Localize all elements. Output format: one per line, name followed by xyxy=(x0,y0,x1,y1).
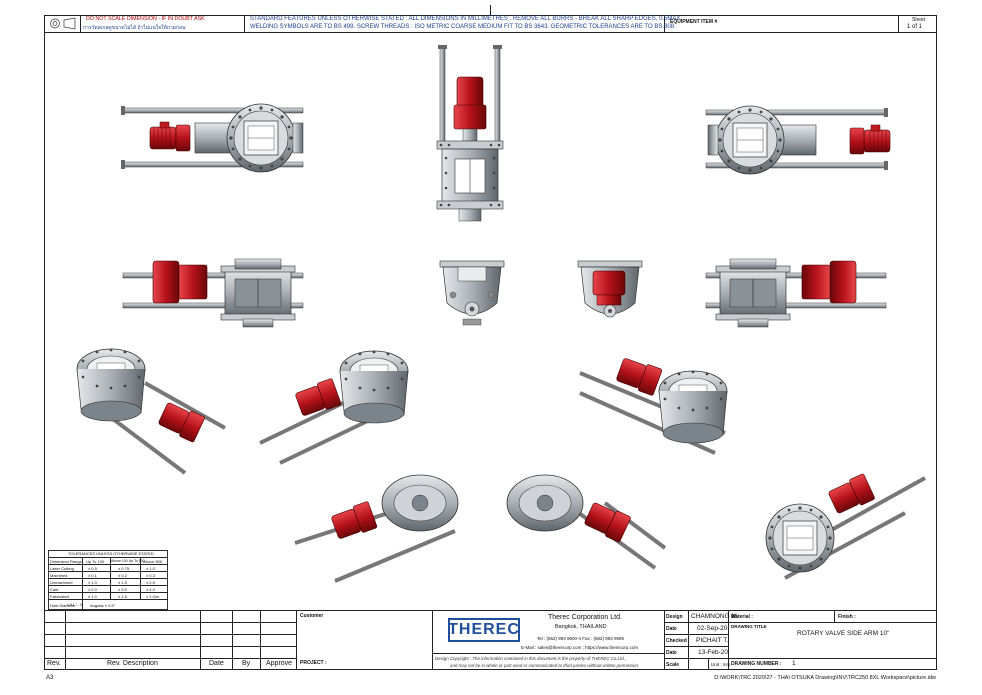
paper-size: A3 xyxy=(46,675,54,681)
dimension-note-thai: การวัดสเกลดูขนาดไม่ได้ ถ้าไม่แน่ใจให้ถาม… xyxy=(83,25,186,31)
view-iso-2 xyxy=(259,350,409,465)
view-iso-5 xyxy=(506,474,667,570)
date-label: Date xyxy=(666,626,677,632)
rev-description-header: Rev. Description xyxy=(107,660,158,667)
rev-date-header: Date xyxy=(209,660,224,667)
sheet-label: Sheet xyxy=(912,17,926,23)
company-email: E-Mail : sales@therecorp.com ; https://w… xyxy=(521,645,639,650)
header-divider xyxy=(44,32,937,33)
finish-label: Finish : xyxy=(838,614,856,620)
design-value: CHAMNONG M. xyxy=(691,613,739,620)
standard-features-line-1: STANDARD FEATURES UNLESS OTHERWISE STATE… xyxy=(250,16,683,22)
view-side-left xyxy=(122,258,304,328)
company-phone: Tel : (662) 993 9600-4 Fax : (662) 993 9… xyxy=(537,636,625,641)
tolerance-title: TOLERANCES UNLESS OTHERWISE STATED xyxy=(68,551,154,556)
checked-value: PICHAIT T. xyxy=(696,637,729,644)
top-center-tick xyxy=(490,5,491,15)
rev-header: Rev. xyxy=(47,660,61,667)
sheet-value: 1 of 1 xyxy=(907,24,923,30)
therec-logo: THEREC xyxy=(448,618,520,642)
view-front-right xyxy=(705,105,891,175)
material-label: Material : xyxy=(731,614,753,620)
view-end-right xyxy=(577,260,643,318)
view-iso-6 xyxy=(765,473,926,580)
view-side-right xyxy=(705,258,887,328)
projection-symbol-icon xyxy=(50,17,76,30)
tolerance-table xyxy=(48,550,168,610)
equipment-item-label: EQUIPMENT ITEM # xyxy=(670,19,718,25)
standard-features-line-2: WELDING SYMBOLS ARE TO BS 499. SCREW THR… xyxy=(250,24,676,30)
view-iso-4 xyxy=(294,474,459,583)
company-city: Bangkok, THAILAND xyxy=(555,624,607,630)
view-iso-1 xyxy=(76,348,226,475)
unit-label: Unit : mm. xyxy=(711,662,732,667)
design-label: Design xyxy=(666,614,683,620)
copyright-line-2: and may not be in whole or part used or … xyxy=(450,663,640,668)
view-iso-3 xyxy=(579,358,728,455)
title-block-top xyxy=(44,610,937,611)
date-value: 02-Sep-20 xyxy=(697,625,728,632)
date2-value: 13-Feb-20 xyxy=(698,649,728,656)
company-name: Therec Corporation Ltd. xyxy=(548,614,622,621)
drawing-number-label: DRAWING NUMBER : xyxy=(731,661,782,667)
drawing-title-label: DRAWING TITLE xyxy=(731,624,767,629)
dimension-note: DO NOT SCALE DIMENSION - IF IN DOUBT ASK xyxy=(86,16,205,22)
copyright-line-1: Design Copyright : The information conta… xyxy=(435,656,627,661)
view-front-left xyxy=(121,103,304,173)
scale-label: Scale xyxy=(666,662,680,668)
customer-label: Customer xyxy=(300,613,324,619)
view-end-left xyxy=(439,260,505,326)
file-path: D:\WORK\TRC 2020\27 - THAI OTSUKA Drawin… xyxy=(714,675,936,681)
drawing-views xyxy=(76,45,926,583)
date2-label: Date xyxy=(666,650,677,656)
drawing-title-value: ROTARY VALVE SIDE ARM 10" xyxy=(797,630,890,637)
project-label: PROJECT : xyxy=(300,660,327,666)
view-front-center xyxy=(436,45,504,222)
rev-by-header: By xyxy=(242,660,251,667)
checked-label: Checked xyxy=(666,638,687,644)
drawing-number-value: 1 xyxy=(792,660,796,667)
drawing-frame xyxy=(44,15,937,670)
rev-approve-header: Approve xyxy=(266,660,293,667)
